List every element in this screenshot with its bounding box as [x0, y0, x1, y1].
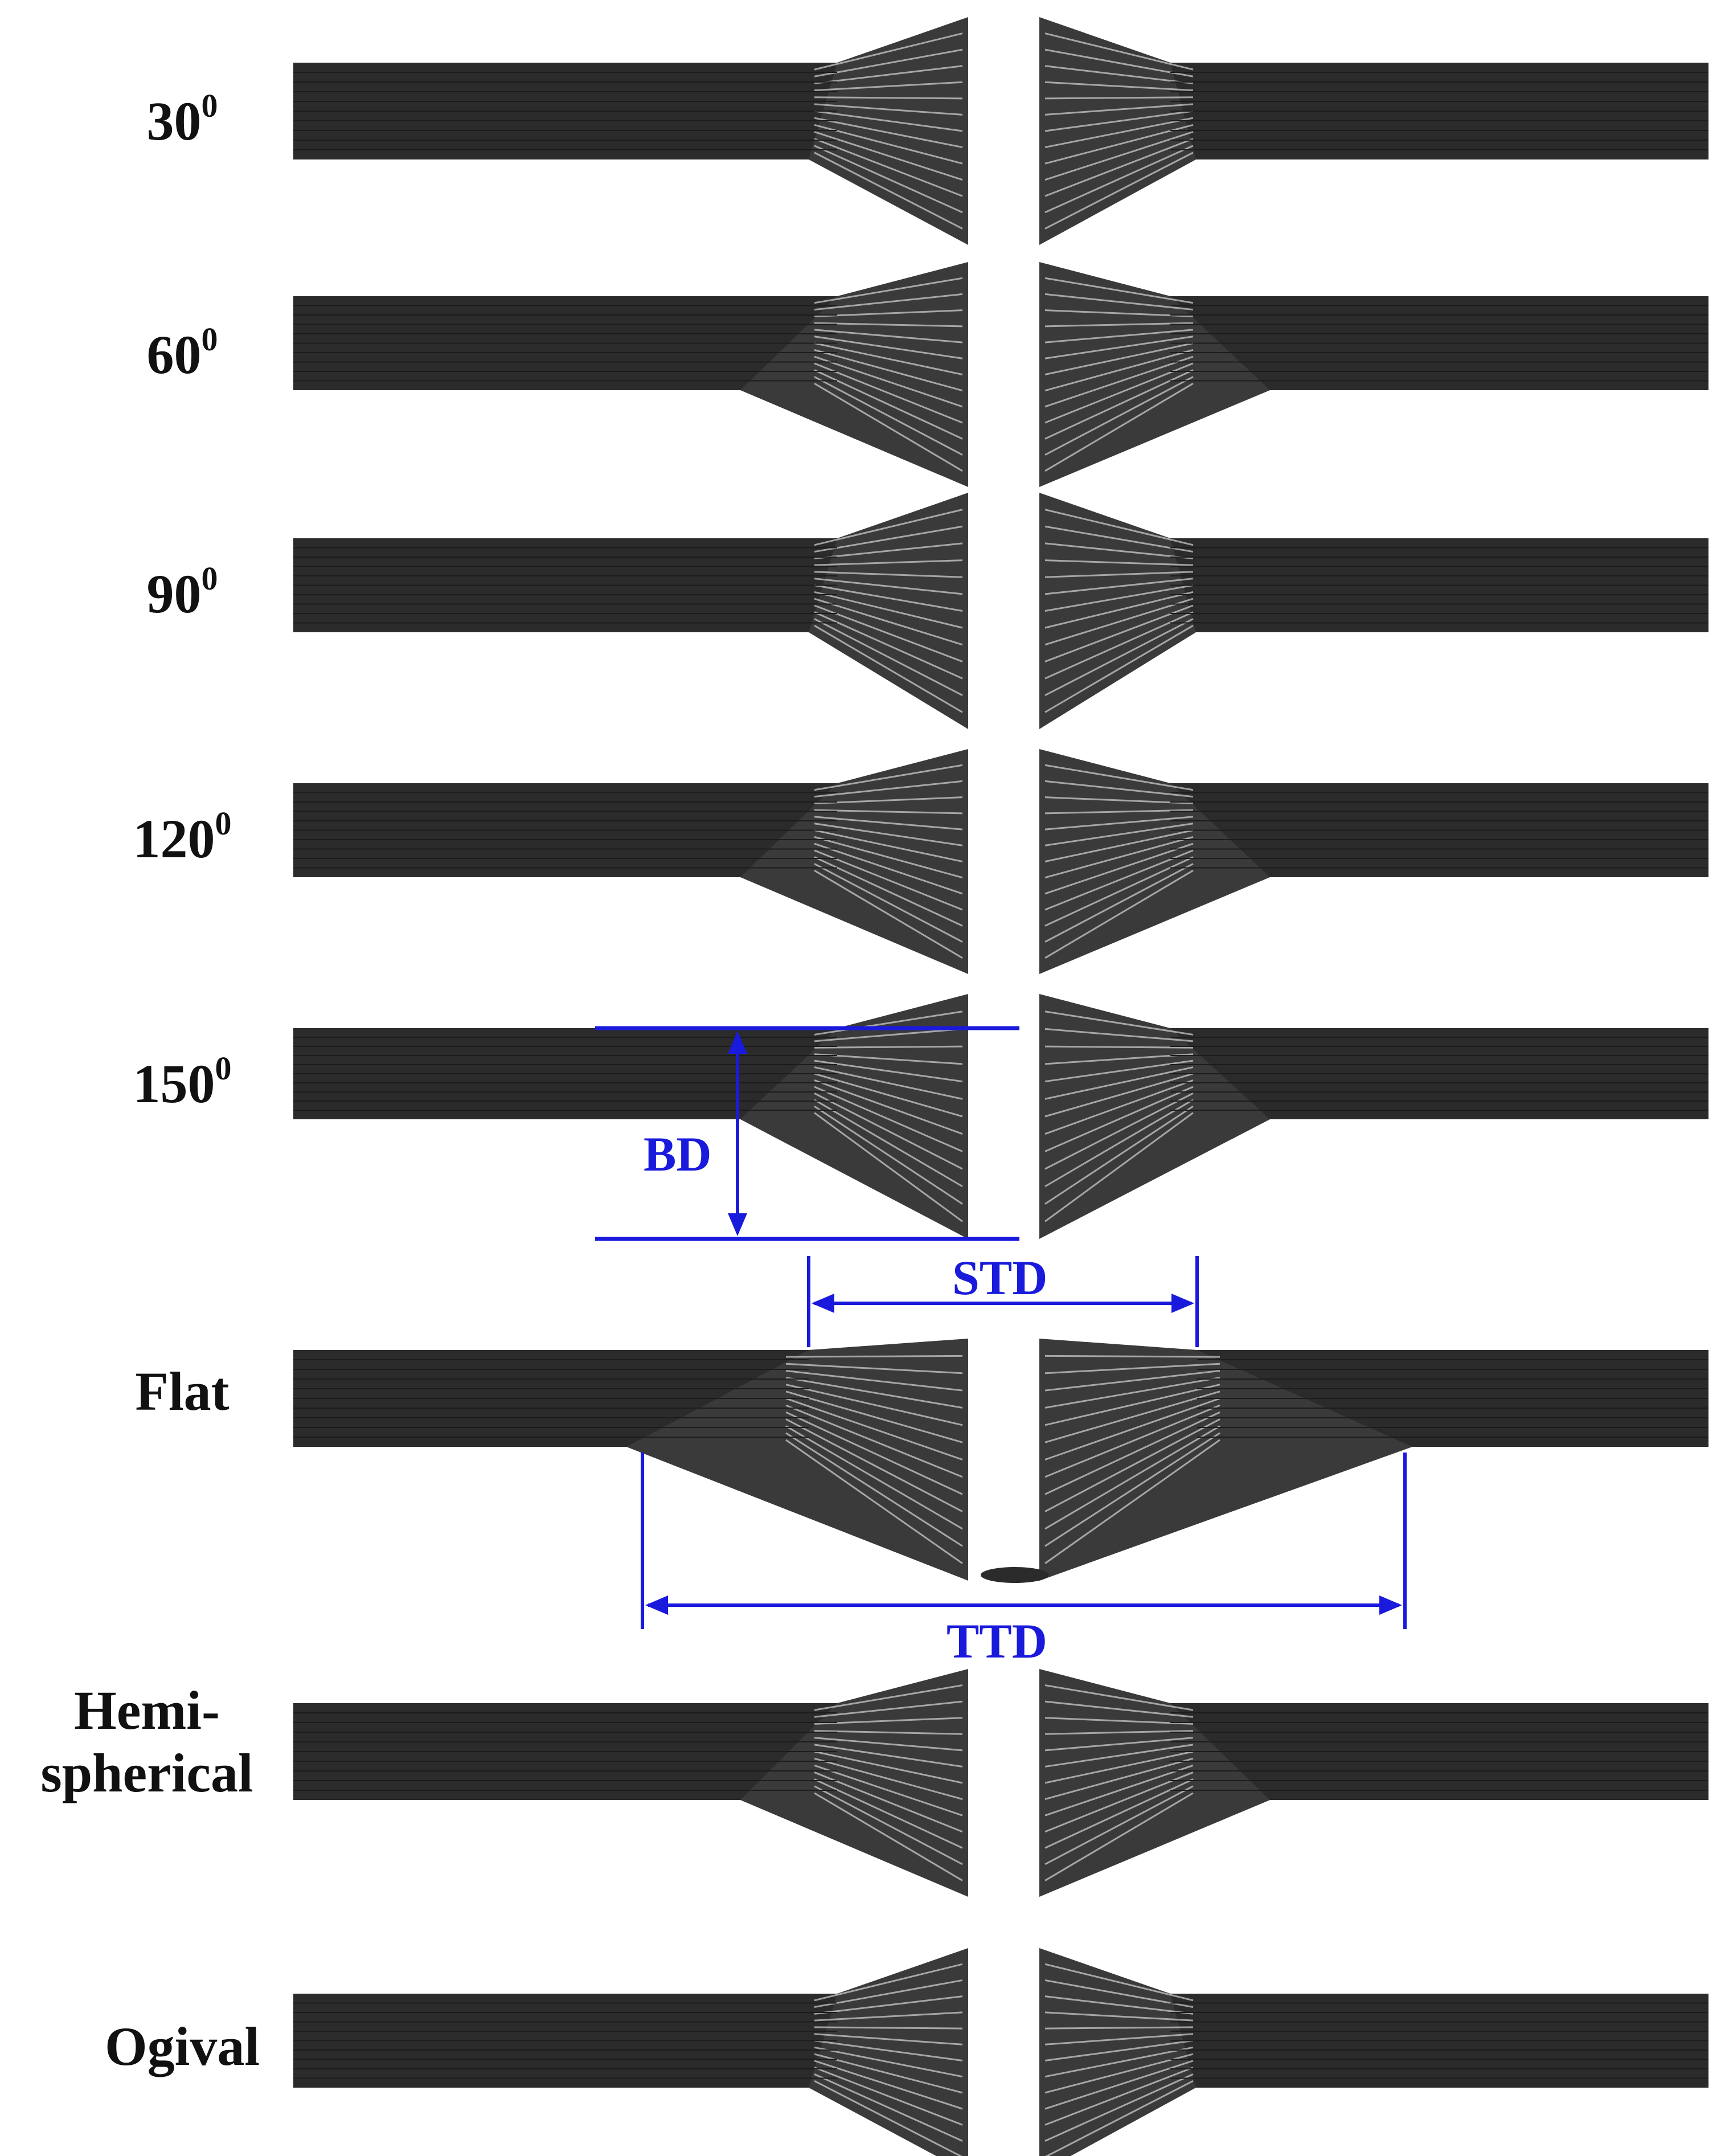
left-petal	[626, 1339, 968, 1581]
row-label-superscript: 0	[202, 560, 218, 597]
plate-row	[293, 17, 1708, 245]
row-label-text: 30	[147, 91, 202, 152]
plate-layers	[293, 2002, 1708, 2079]
row-label: 1500	[133, 1050, 232, 1114]
plate-rows	[293, 17, 1708, 2156]
right-petal	[1039, 1339, 1412, 1581]
plate-row	[293, 749, 1708, 974]
row-label: Ogival	[105, 2016, 260, 2077]
row-label-superscript: 0	[202, 321, 218, 358]
ttd-label: TTD	[947, 1614, 1047, 1668]
plate-layers	[293, 72, 1708, 150]
left-petal	[809, 493, 968, 729]
row-label-text: Ogival	[105, 2016, 260, 2077]
row-label: Hemi-spherical	[40, 1680, 253, 1803]
ttd-arrow-head-right	[1379, 1595, 1402, 1615]
dimension-annotations: BD STD TTD	[595, 1026, 1407, 1668]
plug-fragment	[981, 1567, 1049, 1583]
row-label: Flat	[135, 1361, 229, 1422]
row-label-superscript: 0	[215, 805, 232, 842]
left-petal	[740, 994, 968, 1239]
plate-row	[293, 1948, 1708, 2156]
std-label: STD	[952, 1250, 1047, 1305]
std-arrow-head-right	[1171, 1294, 1194, 1313]
row-label-text: 90	[147, 563, 202, 624]
row-label: 300	[147, 87, 218, 152]
row-label-line2: spherical	[40, 1742, 253, 1803]
row-label-text: 120	[133, 808, 215, 869]
left-petal	[809, 17, 968, 245]
row-label-superscript: 0	[202, 87, 218, 124]
row-label: 900	[147, 560, 218, 624]
row-label-text: 150	[133, 1053, 215, 1114]
right-petal	[1039, 749, 1270, 974]
fiber-striations	[814, 1011, 1194, 1222]
bd-arrow-head-bottom	[728, 1213, 747, 1236]
row-label-text: Flat	[135, 1361, 229, 1422]
right-petal	[1039, 17, 1196, 245]
bd-label: BD	[644, 1127, 711, 1181]
right-petal	[1039, 262, 1270, 487]
left-petal	[740, 749, 968, 974]
plate-layers	[293, 1037, 1708, 1111]
std-arrow-head-left	[812, 1294, 834, 1313]
left-petal	[809, 1948, 968, 2156]
right-petal	[1039, 994, 1270, 1239]
plate-row	[293, 1339, 1708, 1583]
fiber-striations	[814, 1963, 1194, 2156]
left-petal	[740, 1669, 968, 1897]
plate-row	[293, 493, 1708, 729]
ttd-arrow-head-left	[645, 1595, 668, 1615]
row-label-line1: Hemi-	[74, 1680, 220, 1741]
fiber-striations	[814, 509, 1194, 713]
plate-row	[293, 262, 1708, 487]
row-label-text: 60	[147, 324, 202, 385]
row-label-superscript: 0	[215, 1050, 232, 1087]
fiber-striations	[814, 277, 1194, 472]
fiber-striations	[814, 764, 1194, 959]
bd-arrow-head-top	[728, 1031, 747, 1054]
plate-layers	[293, 1712, 1708, 1791]
left-petal	[740, 262, 968, 487]
plate-layers	[293, 547, 1708, 624]
plate-layers	[293, 1359, 1708, 1438]
row-label: 1200	[133, 805, 232, 869]
row-label: 600	[147, 321, 218, 385]
right-petal	[1039, 1669, 1270, 1897]
fiber-striations	[814, 32, 1194, 230]
plate-layers	[293, 792, 1708, 869]
fiber-striations	[814, 1684, 1194, 1881]
row-labels: 30060090012001500FlatHemi-sphericalOgiva…	[40, 87, 260, 2077]
fiber-striations	[785, 1355, 1220, 1564]
plate-row	[293, 994, 1708, 1239]
plate-layers	[293, 305, 1708, 382]
plate-row	[293, 1669, 1708, 1897]
